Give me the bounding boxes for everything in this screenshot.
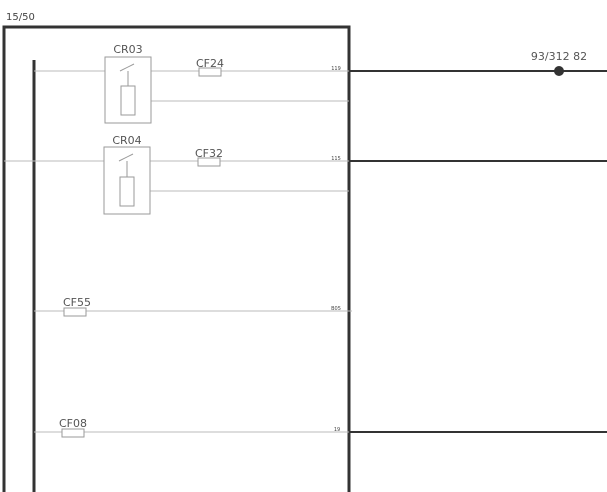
circuit-row-1: CR03 CF24 119 93/312 82	[34, 43, 607, 124]
fuse-cf24[interactable]: CF24	[196, 57, 224, 77]
fuse-cf55-label: CF55	[63, 296, 91, 309]
panel-enclosure	[2, 25, 351, 492]
terminal-label-row-3: B05	[331, 306, 341, 312]
relay-cr04-contact	[118, 153, 134, 162]
relay-cr04[interactable]: CR04	[103, 134, 151, 215]
cross-reference-label: 93/312 82	[531, 50, 587, 63]
fuse-cf55-body	[63, 307, 87, 317]
terminal-label-row-2: 115	[331, 156, 341, 162]
terminal-label-row-4: 19	[334, 427, 340, 433]
junction-dot[interactable]	[554, 66, 564, 76]
relay-cr04-label: CR04	[112, 134, 141, 147]
circuit-row-2: CR04 CF32 115	[4, 134, 607, 215]
relay-cr03-coil	[120, 85, 136, 116]
relay-cr03-label: CR03	[113, 43, 142, 56]
fuse-cf32[interactable]: CF32	[195, 147, 223, 167]
fuse-cf32-label: CF32	[195, 147, 223, 160]
relay-cr03-contact	[119, 63, 135, 72]
fuse-cf08-label: CF08	[59, 417, 87, 430]
relay-cr04-coil	[119, 176, 135, 207]
sheet-reference: 15/50	[6, 12, 35, 23]
terminal-label-row-1: 119	[331, 66, 341, 72]
fuse-cf24-body	[198, 67, 222, 77]
fuse-cf08[interactable]: CF08	[59, 417, 87, 438]
fuse-cf08-body	[61, 428, 85, 438]
fuse-cf32-body	[197, 157, 221, 167]
circuit-row-3: CF55 B05	[34, 296, 352, 317]
relay-cr03[interactable]: CR03	[104, 43, 152, 124]
fuse-cf24-label: CF24	[196, 57, 224, 70]
fuse-cf55[interactable]: CF55	[63, 296, 91, 317]
circuit-row-4: CF08 19	[34, 417, 607, 438]
